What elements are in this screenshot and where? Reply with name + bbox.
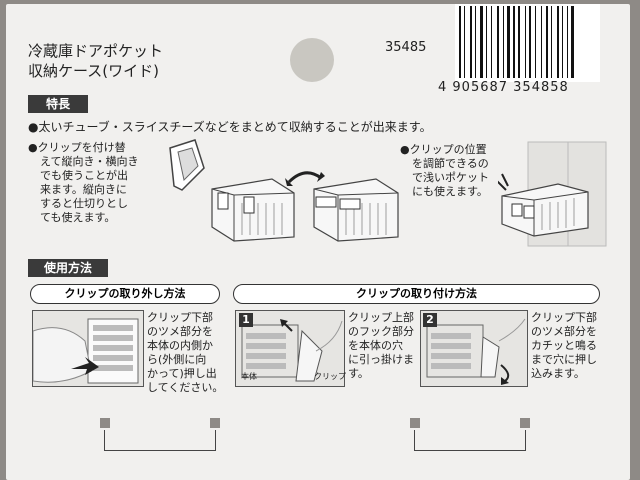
text-line: してください。 [147, 381, 224, 394]
hanger-tab-left [104, 430, 216, 451]
text-line: ても使えます。 [40, 211, 116, 224]
package-card [6, 4, 630, 480]
text-line: クリップ下部 [531, 311, 597, 324]
barcode [455, 4, 600, 82]
text-line: にも使えます。 [412, 185, 488, 198]
text-line: す。 [348, 367, 369, 380]
remove-illustration [32, 310, 144, 387]
text-line: ●クリップの位置 [400, 143, 487, 156]
hang-hole [290, 38, 334, 82]
text-line: のツメ部分を [147, 325, 213, 338]
step1-label-clip: クリップ [314, 372, 346, 381]
barcode-number: 4 905687 354858 [438, 80, 569, 95]
step2-illustration [420, 310, 528, 387]
text-line: クリップ上部 [348, 311, 414, 324]
feature-position-text: ●クリップの位置 を調節できるの で浅いポケット にも使えます。 [400, 143, 489, 199]
remove-method-title: クリップの取り外し方法 [30, 284, 220, 304]
text-line: 込みます。 [531, 367, 585, 380]
text-line: に引っ掛けま [348, 353, 414, 366]
attach-method-title: クリップの取り付け方法 [233, 284, 600, 304]
clip-illustration [169, 139, 205, 191]
text-line: を本体の穴 [348, 339, 403, 352]
text-line: えて縦向き・横向き [40, 155, 139, 168]
hanger-tab-right [414, 430, 526, 451]
text-line: ら(外側に向 [147, 353, 207, 366]
notch [210, 418, 220, 428]
text-line: で浅いポケット [412, 171, 489, 184]
text-line: かって)押し出 [147, 367, 217, 380]
basket-illustration-horizontal [313, 178, 399, 242]
swap-arrow-icon [285, 171, 325, 186]
text-line: すると仕切りとし [40, 197, 128, 210]
text-line: 本体の内側か [147, 339, 213, 352]
notch [100, 418, 110, 428]
step1-illustration [235, 310, 345, 387]
notch [520, 418, 530, 428]
step1-number: 1 [239, 313, 253, 327]
text-line: のフック部分 [348, 325, 414, 338]
step1-label-body: 本体 [241, 372, 257, 381]
feature-bullet-1: ●太いチューブ・スライスチーズなどをまとめて収納することが出来ます。 [28, 120, 432, 134]
text-line: のツメ部分を [531, 325, 597, 338]
features-heading: 特長 [28, 95, 88, 113]
door-pocket-illustration [498, 141, 607, 247]
feature-clip-text: ●クリップを付け替 えて縦向き・横向き でも使うことが出 来ます。縦向きに する… [28, 141, 138, 225]
text-line: でも使うことが出 [40, 169, 128, 182]
text-line: を調節できるの [412, 157, 489, 170]
remove-instructions: クリップ下部 のツメ部分を 本体の内側か ら(外側に向 かって)押し出 してくだ… [147, 311, 223, 395]
step2-instructions: クリップ下部 のツメ部分を カチッと鳴る まで穴に押し 込みます。 [531, 311, 597, 381]
text-line: 来ます。縦向きに [40, 183, 127, 196]
basket-illustration-vertical [211, 178, 295, 242]
product-title-line2: 収納ケース(ワイド) [28, 62, 159, 80]
text-line: まで穴に押し [531, 353, 597, 366]
step1-instructions: クリップ上部 のフック部分 を本体の穴 に引っ掛けま す。 [348, 311, 414, 381]
text-line: カチッと鳴る [531, 339, 597, 352]
notch [410, 418, 420, 428]
text-line: クリップ下部 [147, 311, 213, 324]
item-number: 35485 [385, 40, 427, 55]
usage-heading: 使用方法 [28, 259, 108, 277]
step2-number: 2 [423, 313, 437, 327]
text-line: ●クリップを付け替 [28, 141, 126, 154]
product-title-line1: 冷蔵庫ドアポケット [28, 42, 164, 60]
